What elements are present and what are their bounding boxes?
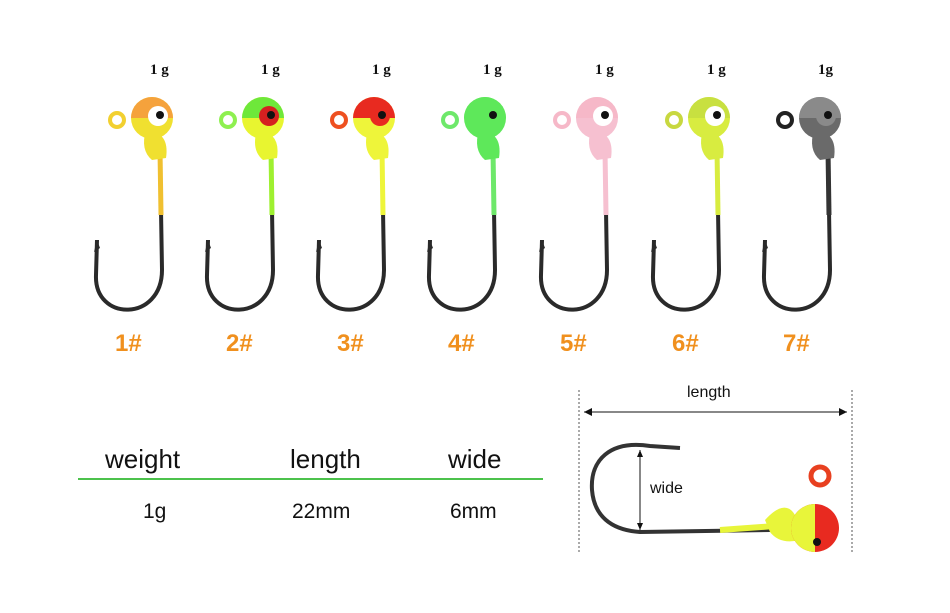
jig-hook-7 — [761, 97, 841, 312]
weight-label: 1 g — [707, 62, 726, 78]
painted-shank — [825, 149, 832, 216]
dimension-hook-illustration — [578, 390, 853, 552]
line-tie-ring — [441, 111, 459, 129]
length-label: length — [687, 384, 731, 401]
spec-value-weight: 1g — [143, 500, 167, 523]
painted-shank — [602, 149, 609, 216]
spec-header-weight: weight — [105, 444, 181, 474]
model-number-label: 7# — [783, 330, 810, 357]
hook-barb — [316, 240, 322, 252]
weight-label: 1 g — [261, 62, 280, 78]
line-tie-ring — [553, 111, 571, 129]
model-number-label: 5# — [560, 330, 587, 357]
model-number-label: 4# — [448, 330, 475, 357]
hook-shape — [589, 442, 771, 535]
weight-label: 1g — [818, 62, 833, 78]
painted-shank — [379, 149, 386, 216]
model-number-label: 2# — [226, 330, 253, 357]
hook-wire — [426, 149, 498, 312]
jig-hook-5 — [538, 97, 618, 312]
jig-hook-4 — [426, 97, 506, 312]
weight-label: 1 g — [150, 62, 169, 78]
hook-wire — [650, 149, 722, 312]
dimension-diagram: length wide — [570, 380, 870, 560]
hook-wire — [93, 149, 165, 312]
hook-barb — [651, 240, 657, 252]
wide-label: wide — [650, 480, 683, 497]
weight-label: 1 g — [483, 62, 502, 78]
jig-hook-2 — [204, 97, 284, 312]
hook-barb — [94, 240, 100, 252]
jig-head-hooks-photo — [93, 97, 841, 312]
spec-value-wide: 6mm — [450, 500, 497, 523]
model-number-label: 1# — [115, 330, 142, 357]
hook-barb — [205, 240, 211, 252]
line-tie-ring — [108, 111, 126, 129]
jig-hook-1 — [93, 97, 173, 312]
weight-label: 1 g — [595, 62, 614, 78]
hook-barb — [427, 240, 433, 252]
hook-barb — [539, 240, 545, 252]
jig-hook-6 — [650, 97, 730, 312]
painted-shank — [157, 149, 164, 216]
line-tie-ring — [219, 111, 237, 129]
model-number-label: 3# — [337, 330, 364, 357]
hook-wire — [538, 149, 610, 312]
spec-header-length: length — [290, 444, 361, 474]
model-number-label: 6# — [672, 330, 699, 357]
jig-hook-3 — [315, 97, 395, 312]
hook-barb — [762, 240, 768, 252]
line-tie-ring — [665, 111, 683, 129]
painted-shank — [268, 149, 275, 216]
weight-label: 1 g — [372, 62, 391, 78]
hook-wire — [204, 149, 276, 312]
line-tie-ring — [776, 111, 794, 129]
painted-shank — [490, 149, 497, 216]
spec-value-length: 22mm — [292, 500, 351, 523]
line-tie-ring — [330, 111, 348, 129]
hook-wire — [315, 149, 387, 312]
painted-shank — [714, 149, 721, 216]
spec-header-wide: wide — [448, 444, 502, 474]
spec-divider — [78, 478, 543, 480]
hook-wire — [761, 149, 833, 312]
